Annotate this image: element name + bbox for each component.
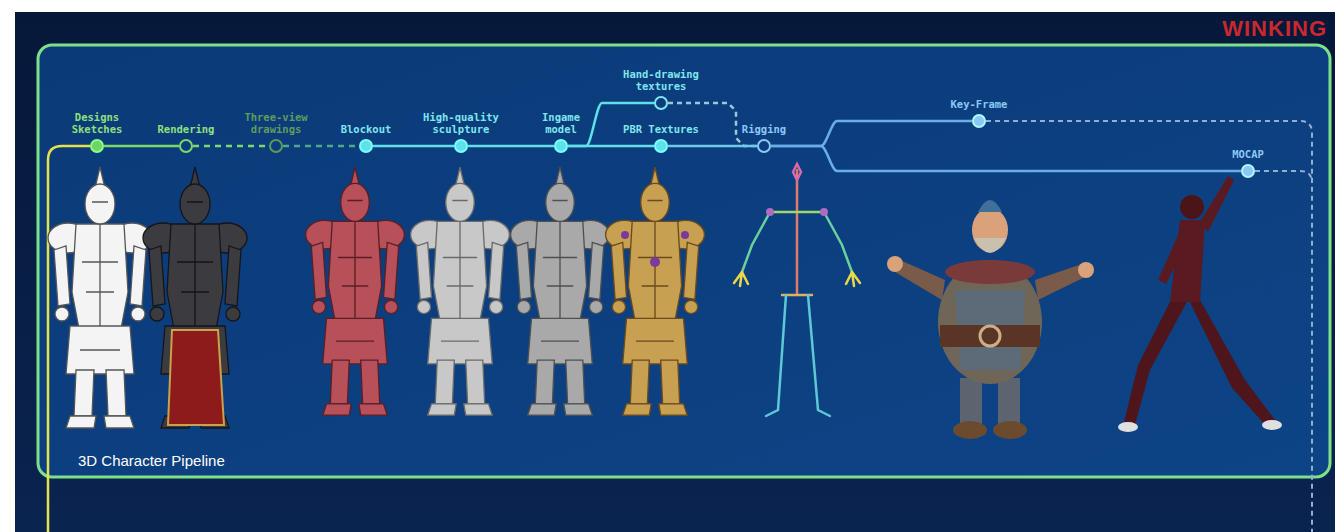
step-label: Rendering	[146, 123, 226, 136]
pipeline-step: PBR Textures	[654, 139, 668, 153]
step-caption: Key-Frame	[939, 98, 1019, 111]
pipeline-connector	[193, 145, 269, 148]
step-label: Rigging	[729, 123, 799, 136]
pipeline-step: Hand-drawing textures	[654, 96, 668, 110]
pipeline-connector	[771, 146, 1241, 171]
pipeline-step: MOCAP	[1241, 164, 1255, 178]
pipeline-step: Rigging	[757, 139, 771, 153]
pipeline-step: Blockout	[359, 139, 373, 153]
pipeline-step: Three-view drawings	[269, 139, 283, 153]
step-caption: Rigging	[729, 123, 799, 136]
pipeline-step: High-quality sculpture	[454, 139, 468, 153]
step-label: High-quality sculpture	[416, 111, 506, 136]
step-caption: Rendering	[146, 123, 226, 136]
step-label: Key-Frame	[939, 98, 1019, 111]
step-caption: Blockout	[331, 123, 401, 136]
pipeline-connector	[283, 145, 359, 148]
step-label: MOCAP	[1218, 148, 1278, 161]
pipeline-step: Designs Sketches	[90, 139, 104, 153]
step-label: PBR Textures	[611, 123, 711, 136]
step-caption: MOCAP	[1218, 148, 1278, 161]
pipeline-connector	[468, 145, 554, 148]
pipeline-connector	[668, 145, 757, 148]
pipeline-connector	[568, 145, 654, 148]
pipeline-step: Ingame model	[554, 139, 568, 153]
step-caption: Designs Sketches	[62, 111, 132, 136]
step-label: Ingame model	[536, 111, 586, 136]
step-label: Three-view drawings	[236, 111, 316, 136]
panel-title: 3D Character Pipeline	[78, 452, 225, 469]
pipeline-connector	[104, 145, 179, 148]
watermark: WINKING	[1222, 16, 1327, 42]
step-label: Blockout	[331, 123, 401, 136]
pipeline-step: Rendering	[179, 139, 193, 153]
step-caption: High-quality sculpture	[416, 111, 506, 136]
pipeline-connector	[373, 145, 454, 148]
step-label: Designs Sketches	[62, 111, 132, 136]
pipeline-step: Key-Frame	[972, 114, 986, 128]
step-caption: Hand-drawing textures	[611, 68, 711, 93]
pipeline-connector	[771, 121, 972, 146]
step-label: Hand-drawing textures	[611, 68, 711, 93]
step-caption: PBR Textures	[611, 123, 711, 136]
step-caption: Three-view drawings	[236, 111, 316, 136]
step-caption: Ingame model	[536, 111, 586, 136]
